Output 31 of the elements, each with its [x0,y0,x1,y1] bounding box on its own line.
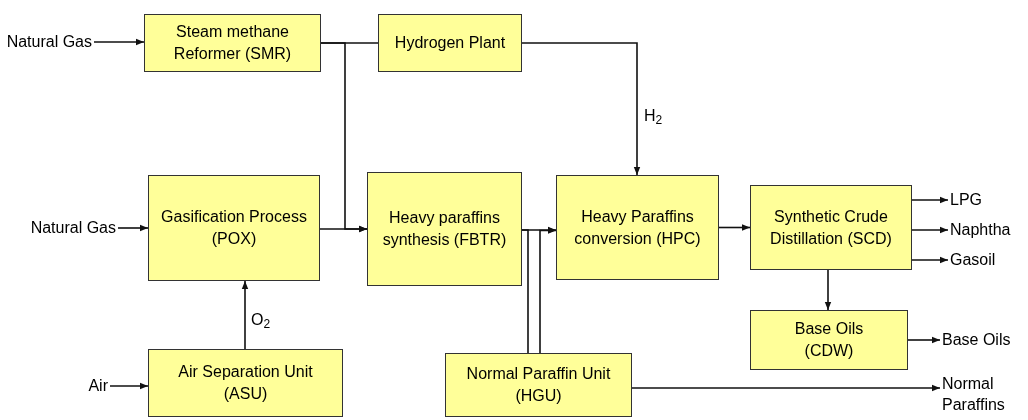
stream-label: Naphtha [950,219,1026,241]
arrow [907,336,941,344]
stream-label: Natural Gas [0,31,92,53]
process-box: Base Oils (CDW) [750,310,908,370]
arrow [241,280,249,350]
process-box: Hydrogen Plant [378,14,522,72]
arrow [911,196,949,204]
arrow [319,225,368,233]
stream-label: LPG [950,189,990,211]
stream-label: Normal Paraffins [942,374,1026,416]
stream-label: Base Oils [942,329,1028,351]
arrow [521,42,641,176]
arrow [93,38,145,46]
arrow [117,224,149,232]
process-box: Normal Paraffin Unit (HGU) [445,353,632,417]
stream-label: Gasoil [950,249,1006,271]
process-box: Heavy Paraffins conversion (HPC) [556,175,719,280]
arrow [718,224,751,231]
process-box: Gasification Process (POX) [148,175,320,281]
arrow [109,382,149,390]
process-box: Synthetic Crude Distillation (SCD) [750,185,912,270]
arrow [824,269,832,311]
stream-label: Air [60,375,108,397]
arrow [631,384,941,392]
process-box: Steam methane Reformer (SMR) [144,14,321,72]
arrow [539,227,557,354]
process-box: Air Separation Unit (ASU) [148,349,343,417]
process-box: Heavy paraffins synthesis (FBTR) [367,172,522,286]
arrow [911,256,949,264]
stream-label: Natural Gas [0,217,116,239]
arrow [911,226,949,234]
